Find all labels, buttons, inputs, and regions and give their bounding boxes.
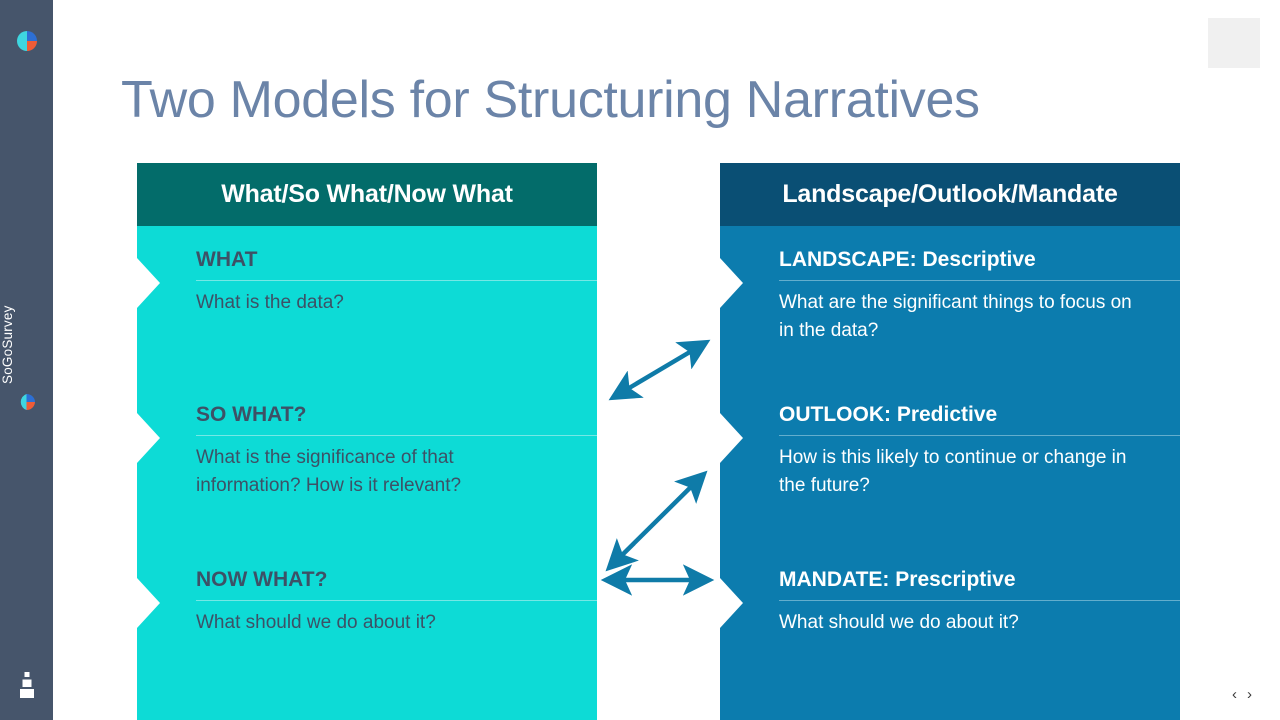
- section-landscape-title: LANDSCAPE: Descriptive: [779, 248, 1036, 271]
- layers-stack-icon[interactable]: [18, 672, 36, 698]
- panel-left-header: What/So What/Now What: [137, 163, 597, 226]
- panel-left-body: WHAT What is the data? SO WHAT? What is …: [137, 226, 597, 720]
- section-divider: [196, 435, 597, 437]
- section-outlook: OUTLOOK: Predictive How is this likely t…: [720, 403, 1180, 568]
- section-what-title: WHAT: [196, 248, 258, 271]
- section-mandate-title: MANDATE: Prescriptive: [779, 568, 1016, 591]
- chevron-right-notch-icon: [137, 578, 160, 628]
- panel-landscape-outlook-mandate: Landscape/Outlook/Mandate LANDSCAPE: Des…: [720, 163, 1180, 720]
- chevron-right-notch-icon: [720, 258, 743, 308]
- section-landscape-text: What are the significant things to focus…: [779, 292, 1132, 341]
- panel-what-so-what-now-what: What/So What/Now What WHAT What is the d…: [137, 163, 597, 720]
- sogosurvey-pie-logo-icon[interactable]: [14, 30, 40, 52]
- next-slide-button[interactable]: ›: [1247, 686, 1252, 703]
- section-landscape: LANDSCAPE: Descriptive What are the sign…: [720, 248, 1180, 403]
- app-sidebar: SoGoSurvey: [0, 0, 53, 720]
- section-divider: [196, 600, 597, 602]
- prev-slide-button[interactable]: ‹: [1232, 686, 1237, 703]
- placeholder-box: [1208, 18, 1260, 68]
- connector-arrow-what-to-landscape: [608, 339, 711, 401]
- sidebar-brand-label: SoGoSurvey: [0, 305, 15, 385]
- page-title: Two Models for Structuring Narratives: [121, 71, 980, 129]
- section-what-text: What is the data?: [196, 292, 344, 314]
- section-what: WHAT What is the data?: [137, 248, 597, 403]
- section-so-what-title: SO WHAT?: [196, 403, 307, 426]
- section-so-what: SO WHAT? What is the significance of tha…: [137, 403, 597, 568]
- section-now-what-title: NOW WHAT?: [196, 568, 328, 591]
- panel-right-body: LANDSCAPE: Descriptive What are the sign…: [720, 226, 1180, 720]
- sogosurvey-pie-logo-small-icon[interactable]: [16, 393, 37, 411]
- section-now-what-text: What should we do about it?: [196, 612, 436, 634]
- chevron-right-notch-icon: [137, 413, 160, 463]
- panel-right-header: Landscape/Outlook/Mandate: [720, 163, 1180, 226]
- connector-arrow-so-what-to-outlook: [605, 470, 708, 572]
- section-divider: [779, 435, 1180, 437]
- section-divider: [779, 600, 1180, 602]
- connector-arrow-group: [597, 163, 722, 683]
- chevron-right-notch-icon: [137, 258, 160, 308]
- section-mandate-text: What should we do about it?: [779, 612, 1019, 634]
- chevron-right-notch-icon: [720, 413, 743, 463]
- section-divider: [779, 280, 1180, 282]
- section-mandate: MANDATE: Prescriptive What should we do …: [720, 568, 1180, 718]
- section-divider: [196, 280, 597, 282]
- slide-navigation: ‹ ›: [1232, 687, 1252, 702]
- chevron-right-notch-icon: [720, 578, 743, 628]
- section-outlook-title: OUTLOOK: Predictive: [779, 403, 998, 426]
- section-now-what: NOW WHAT? What should we do about it?: [137, 568, 597, 718]
- section-outlook-text: How is this likely to continue or change…: [779, 447, 1127, 496]
- section-so-what-text: What is the significance of that informa…: [196, 447, 462, 496]
